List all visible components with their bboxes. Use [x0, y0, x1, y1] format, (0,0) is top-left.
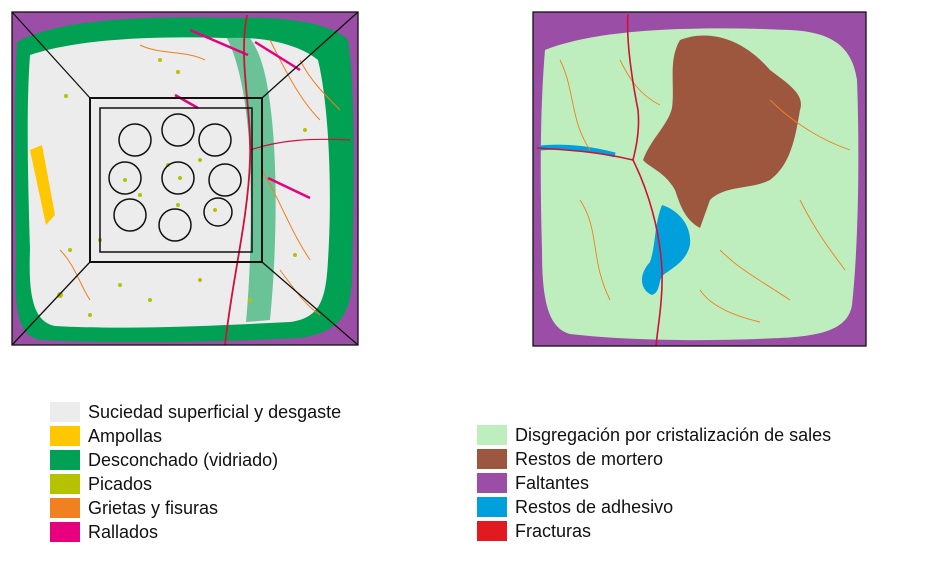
adhesive-residue-strip: [539, 144, 616, 158]
surface-dirt-area: [27, 37, 330, 328]
legend-swatch: [477, 425, 507, 445]
tile-back-outline: [532, 11, 867, 347]
mortar-residue-area: [643, 35, 801, 228]
legend-item-scratches: Rallados: [50, 520, 450, 544]
legend-label: Fracturas: [515, 521, 592, 541]
tile-back-map: [532, 11, 867, 347]
legend-swatch: [50, 402, 80, 422]
central-floral-motif: [108, 113, 242, 242]
legend-label: Picados: [88, 474, 153, 494]
legend-label: Suciedad superficial y desgaste: [88, 402, 342, 422]
legend-item-mortar-residue: Restos de mortero: [477, 447, 917, 471]
legend-swatch: [50, 474, 80, 494]
fracture-branch: [249, 138, 351, 151]
tile-outline: [11, 11, 359, 346]
legend-label: Restos de adhesivo: [515, 497, 674, 517]
legend-swatch: [50, 522, 80, 542]
tile-front-map: [11, 11, 359, 346]
adhesive-residue-area: [641, 205, 691, 295]
legend-label: Faltantes: [515, 473, 590, 493]
fracture-line: [224, 14, 252, 346]
legend-item-surface-dirt: Suciedad superficial y desgaste: [50, 400, 450, 424]
legend-swatch: [477, 449, 507, 469]
legend-swatch: [477, 521, 507, 541]
legend-item-blisters: Ampollas: [50, 424, 450, 448]
legend-swatch: [477, 497, 507, 517]
legend-item-fractures: Fracturas: [477, 519, 917, 543]
legend-item-cracks: Grietas y fisuras: [50, 496, 450, 520]
legend-label: Grietas y fisuras: [88, 498, 219, 518]
legend-label: Ampollas: [88, 426, 163, 446]
legend-label: Desconchado (vidriado): [88, 450, 279, 470]
legend-item-missing: Faltantes: [477, 471, 917, 495]
pitting-marks: [57, 58, 307, 317]
legend-swatch: [50, 450, 80, 470]
legend-label: Disgregación por cristalización de sales: [515, 425, 832, 445]
legend-item-glaze-flaking: Desconchado (vidriado): [50, 448, 450, 472]
legend-front: Suciedad superficial y desgaste Ampollas…: [50, 400, 450, 563]
legend-swatch: [50, 426, 80, 446]
legend-swatch: [477, 473, 507, 493]
legend-back: Disgregación por cristalización de sales…: [477, 423, 917, 559]
legend-item-pitting: Picados: [50, 472, 450, 496]
legend-item-adhesive-residue: Restos de adhesivo: [477, 495, 917, 519]
legend-item-salt-disaggregation: Disgregación por cristalización de sales: [477, 423, 917, 447]
legend-label: Restos de mortero: [515, 449, 664, 469]
legend-swatch: [50, 498, 80, 518]
salt-crack-network: [559, 59, 851, 323]
legend-label: Rallados: [88, 522, 159, 542]
fracture-lines: [536, 13, 663, 347]
cracks-fissures: [59, 39, 341, 316]
blister-area: [30, 145, 55, 225]
